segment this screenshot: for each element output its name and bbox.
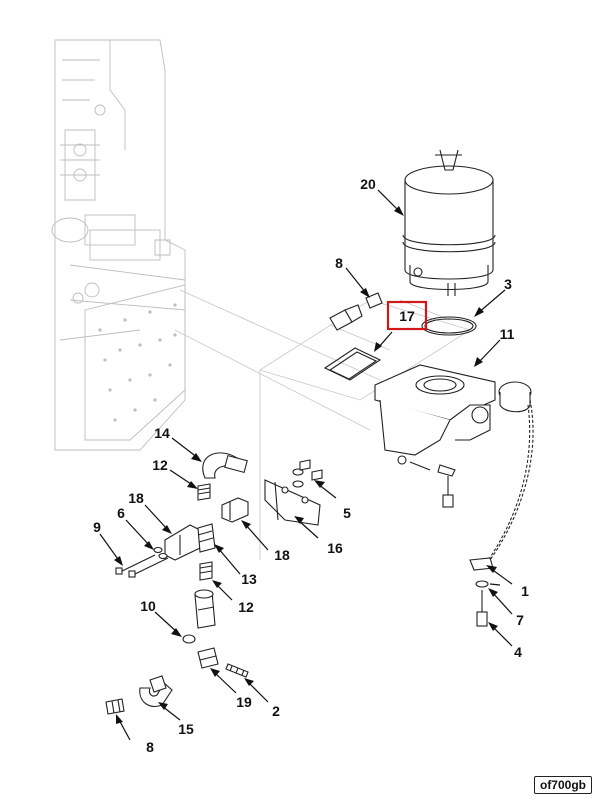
adapter-12-lower bbox=[199, 561, 213, 581]
callout-20: 20 bbox=[360, 176, 376, 192]
adapter-12-upper bbox=[197, 483, 211, 501]
filter-head bbox=[374, 364, 496, 508]
callout-10: 10 bbox=[140, 598, 156, 614]
screw-2 bbox=[225, 663, 249, 678]
callout-18-left: 18 bbox=[128, 490, 144, 506]
callout-3: 3 bbox=[504, 276, 512, 292]
callout-6: 6 bbox=[117, 505, 125, 521]
washer-10 bbox=[182, 634, 196, 644]
cap-with-chain bbox=[469, 381, 534, 571]
callout-2: 2 bbox=[272, 703, 280, 719]
callout-14: 14 bbox=[154, 425, 170, 441]
callout-9: 9 bbox=[93, 519, 101, 535]
clamp-19 bbox=[197, 647, 219, 669]
callout-13: 13 bbox=[241, 571, 257, 587]
callout-5: 5 bbox=[343, 505, 351, 521]
drawing-id-label: of700gb bbox=[533, 776, 592, 794]
bracket-16 bbox=[264, 468, 321, 526]
callout-19: 19 bbox=[236, 694, 252, 710]
callout-8-lower: 8 bbox=[146, 739, 154, 755]
callout-7: 7 bbox=[516, 612, 524, 628]
callout-16: 16 bbox=[327, 540, 343, 556]
engine-block-ghost bbox=[51, 39, 186, 451]
clamp-18-left bbox=[164, 524, 201, 561]
hose-fitting-14 bbox=[202, 452, 248, 479]
lower-right-bolt bbox=[475, 580, 489, 627]
gasket bbox=[323, 347, 382, 381]
nuts-5 bbox=[299, 459, 323, 481]
callout-17: 17 bbox=[399, 308, 415, 324]
callout-12-lower: 12 bbox=[238, 599, 254, 615]
o-ring bbox=[421, 316, 477, 336]
fitting-13 bbox=[197, 523, 216, 553]
callout-11: 11 bbox=[500, 326, 515, 342]
clamp-18-right bbox=[221, 497, 249, 523]
valve-body bbox=[194, 589, 216, 629]
upper-fitting bbox=[329, 292, 383, 331]
callout-4: 4 bbox=[514, 644, 522, 660]
bolts-9 bbox=[115, 554, 169, 578]
callout-18-right: 18 bbox=[274, 547, 290, 563]
callout-17-highlight bbox=[386, 300, 428, 331]
callout-8-upper: 8 bbox=[335, 255, 343, 271]
filter-canister bbox=[402, 149, 496, 296]
elbow-15 bbox=[139, 675, 173, 707]
callout-12-upper: 12 bbox=[152, 457, 168, 473]
callout-1: 1 bbox=[521, 583, 529, 599]
callout-15: 15 bbox=[178, 721, 194, 737]
fitting-8-lower bbox=[105, 698, 125, 715]
callout-leaders bbox=[99, 189, 513, 741]
callout-labels: 20 8 3 17 11 14 12 5 18 16 9 6 18 13 1 1… bbox=[93, 176, 529, 755]
